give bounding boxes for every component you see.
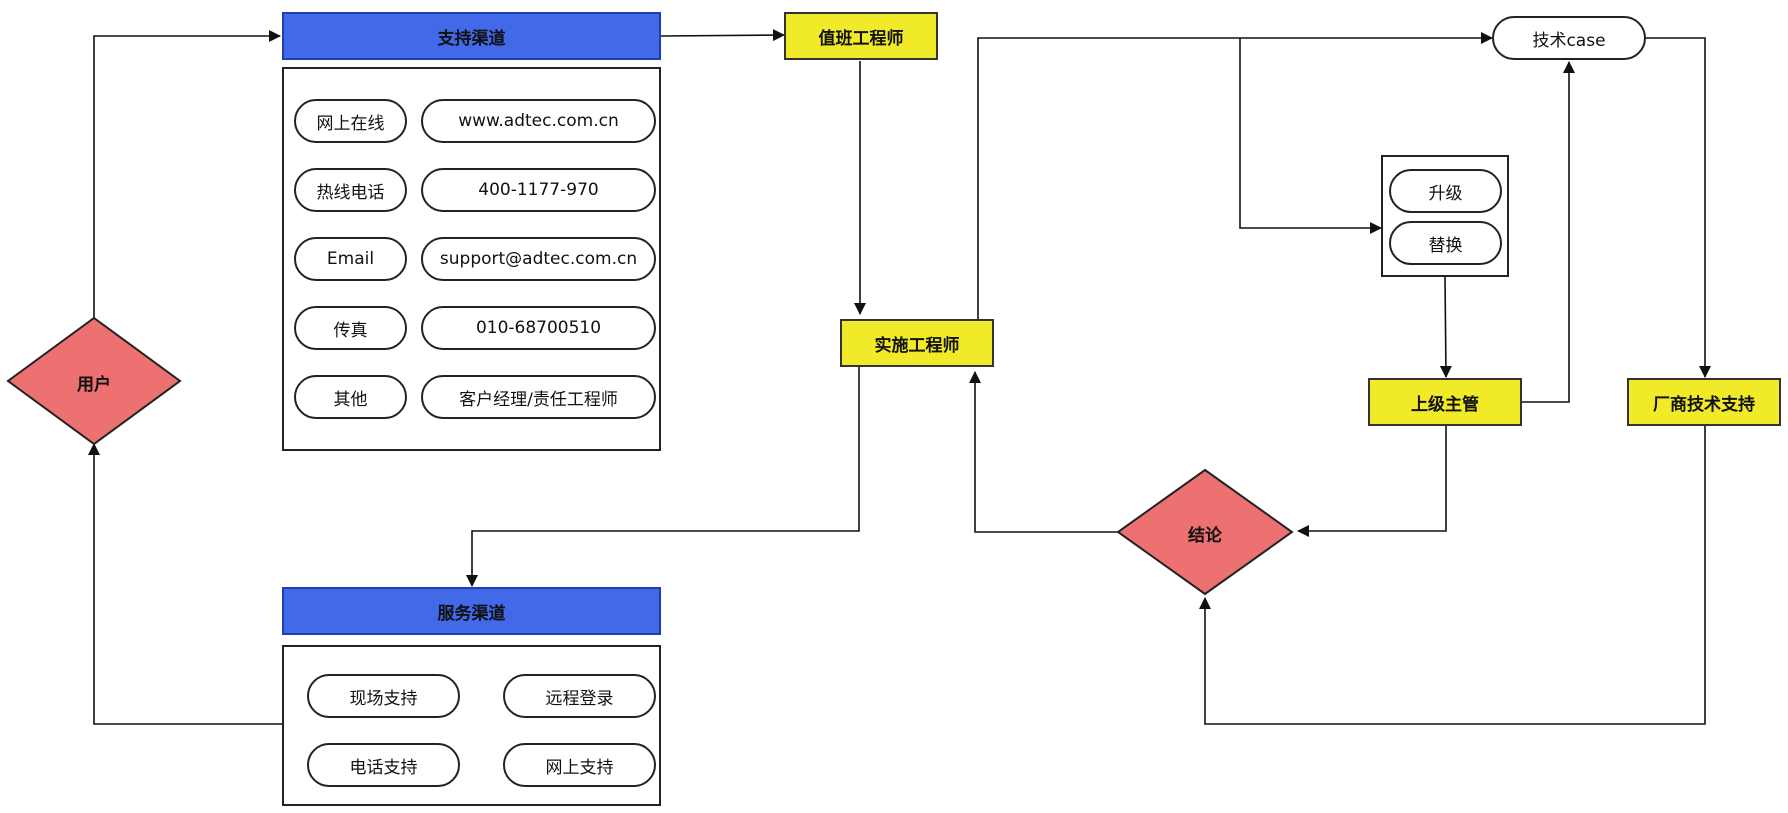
service-item-web[interactable]: 网上支持: [503, 743, 656, 787]
duty-engineer-node[interactable]: 值班工程师: [784, 12, 938, 60]
support-value-hotline[interactable]: 400-1177-970: [421, 168, 656, 212]
edge-supervisor-to-conclusion: [1297, 426, 1447, 537]
user-node-label: 用户: [77, 375, 111, 395]
service-item-remote[interactable]: 远程登录: [503, 674, 656, 718]
edge-impl-to-service: [466, 367, 860, 587]
support-value-fax[interactable]: 010-68700510: [421, 306, 656, 350]
edge-conclusion-to-impl: [969, 371, 1118, 533]
edge-service-to-user: [88, 443, 282, 725]
support-label-fax: 传真: [294, 306, 407, 350]
conclusion-node-label: 结论: [1188, 526, 1222, 546]
support-label-other: 其他: [294, 375, 407, 419]
edge-vendor-to-conclusion: [1199, 426, 1706, 725]
edge-upgrade-to-supervisor: [1439, 275, 1452, 378]
service-channels-header: 服务渠道: [282, 587, 661, 635]
support-label-email: Email: [294, 237, 407, 281]
edge-user-to-support: [93, 30, 281, 318]
user-diamond: [6, 316, 182, 446]
support-channels-header: 支持渠道: [282, 12, 661, 60]
support-value-email[interactable]: support@adtec.com.cn: [421, 237, 656, 281]
edge-support-to-duty: [660, 29, 785, 42]
edge-branch-to-upgrade: [1239, 38, 1382, 234]
service-item-onsite[interactable]: 现场支持: [307, 674, 460, 718]
conclusion-diamond: [1116, 468, 1294, 596]
edge-impl-to-case: [977, 32, 1493, 320]
support-value-other[interactable]: 客户经理/责任工程师: [421, 375, 656, 419]
edge-case-to-vendor: [1646, 37, 1711, 378]
service-item-phone[interactable]: 电话支持: [307, 743, 460, 787]
impl-engineer-node[interactable]: 实施工程师: [840, 319, 994, 367]
support-label-hotline: 热线电话: [294, 168, 407, 212]
vendor-support-node[interactable]: 厂商技术支持: [1627, 378, 1781, 426]
support-value-online[interactable]: www.adtec.com.cn: [421, 99, 656, 143]
support-label-online: 网上在线: [294, 99, 407, 143]
upgrade-node[interactable]: 升级: [1389, 169, 1502, 213]
replace-node[interactable]: 替换: [1389, 221, 1502, 265]
supervisor-node[interactable]: 上级主管: [1368, 378, 1522, 426]
tech-case-node[interactable]: 技术case: [1492, 16, 1646, 60]
edge-supervisor-to-case: [1522, 61, 1575, 403]
